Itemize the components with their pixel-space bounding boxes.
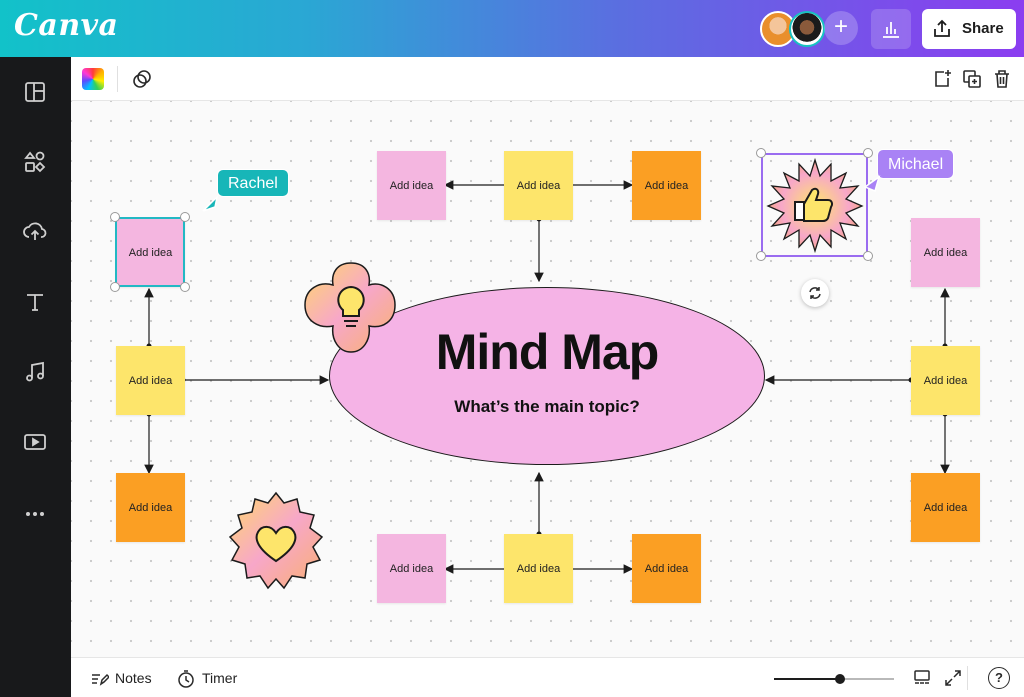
idea-note-bottom-left[interactable]: Add idea xyxy=(377,534,446,603)
zoom-slider-thumb[interactable] xyxy=(835,674,845,684)
idea-note-right-top[interactable]: Add idea xyxy=(911,218,980,287)
fullscreen-icon[interactable] xyxy=(943,668,963,688)
add-collaborator-button[interactable]: + xyxy=(824,11,858,45)
central-topic-ellipse[interactable] xyxy=(329,287,765,465)
timer-button[interactable]: Timer xyxy=(176,669,237,692)
idea-note-bottom-center[interactable]: Add idea xyxy=(504,534,573,603)
notes-button[interactable]: Notes xyxy=(89,669,152,692)
thumbs-up-icon xyxy=(794,187,833,222)
idea-note-bottom-right[interactable]: Add idea xyxy=(632,534,701,603)
share-label: Share xyxy=(962,20,1004,37)
resize-handle[interactable] xyxy=(180,212,190,222)
resize-handle[interactable] xyxy=(863,251,873,261)
resize-handle[interactable] xyxy=(110,212,120,222)
zoom-slider[interactable] xyxy=(774,674,894,684)
idea-note-right-mid[interactable]: Add idea xyxy=(911,346,980,415)
upload-icon[interactable] xyxy=(22,219,48,245)
rachel-selection-frame xyxy=(115,217,185,287)
idea-note-left-bottom[interactable]: Add idea xyxy=(116,473,185,542)
idea-note-top-left[interactable]: Add idea xyxy=(377,151,446,220)
resize-handle[interactable] xyxy=(180,282,190,292)
resize-handle[interactable] xyxy=(110,282,120,292)
editor-toolbar xyxy=(71,57,1024,101)
color-picker-button[interactable] xyxy=(82,68,104,90)
video-icon[interactable] xyxy=(22,429,48,455)
notes-icon xyxy=(92,673,111,686)
rotate-button[interactable] xyxy=(801,279,829,307)
insights-button[interactable] xyxy=(871,9,911,49)
bottombar-divider xyxy=(967,666,968,690)
michael-cursor-label: Michael xyxy=(877,149,955,179)
elements-icon[interactable] xyxy=(22,149,48,175)
heart-icon xyxy=(255,525,297,563)
michael-cursor-icon xyxy=(863,175,881,193)
idea-note-left-top[interactable]: Add idea xyxy=(116,218,185,287)
rotate-icon xyxy=(809,287,821,299)
heart-sticker[interactable] xyxy=(224,489,328,593)
michael-selection-frame xyxy=(761,153,868,257)
zoom-slider-fill xyxy=(774,678,840,680)
bottom-bar: Notes Timer ? xyxy=(71,657,1024,697)
notes-label: Notes xyxy=(115,670,152,686)
layout-icon[interactable] xyxy=(22,79,48,105)
page-view-icon[interactable] xyxy=(912,668,932,688)
transparency-icon[interactable] xyxy=(131,68,153,90)
whiteboard-canvas[interactable]: Mind Map What’s the main topic? xyxy=(71,101,1024,657)
share-button[interactable]: Share xyxy=(922,9,1016,49)
lightbulb-icon xyxy=(337,285,365,327)
idea-note-right-bottom[interactable]: Add idea xyxy=(911,473,980,542)
idea-note-top-center[interactable]: Add idea xyxy=(504,151,573,220)
music-icon[interactable] xyxy=(22,359,48,385)
thumbs-up-sticker[interactable] xyxy=(764,156,866,255)
collaborator-avatar-2[interactable] xyxy=(789,11,825,47)
mind-map-subtitle[interactable]: What’s the main topic? xyxy=(454,397,640,416)
timer-label: Timer xyxy=(202,670,238,686)
toolbar-divider xyxy=(117,66,118,92)
delete-icon[interactable] xyxy=(991,68,1013,90)
help-button[interactable]: ? xyxy=(988,667,1010,689)
add-page-icon[interactable] xyxy=(931,68,953,90)
top-bar: Canva + Share xyxy=(0,0,1024,57)
idea-note-left-mid[interactable]: Add idea xyxy=(116,346,185,415)
duplicate-icon[interactable] xyxy=(961,68,983,90)
bar-chart-icon xyxy=(883,22,899,38)
idea-note-top-right[interactable]: Add idea xyxy=(632,151,701,220)
canva-logo[interactable]: Canva xyxy=(14,8,119,43)
left-sidebar xyxy=(0,57,71,697)
resize-handle[interactable] xyxy=(863,148,873,158)
rachel-cursor-icon xyxy=(202,194,219,212)
rachel-cursor-label: Rachel xyxy=(217,169,289,197)
resize-handle[interactable] xyxy=(756,148,766,158)
mind-map-title[interactable]: Mind Map xyxy=(435,324,660,380)
timer-icon xyxy=(178,670,194,688)
lightbulb-sticker[interactable] xyxy=(301,259,401,357)
more-icon[interactable] xyxy=(22,501,48,527)
share-icon xyxy=(934,19,950,37)
text-icon[interactable] xyxy=(22,289,48,315)
resize-handle[interactable] xyxy=(756,251,766,261)
